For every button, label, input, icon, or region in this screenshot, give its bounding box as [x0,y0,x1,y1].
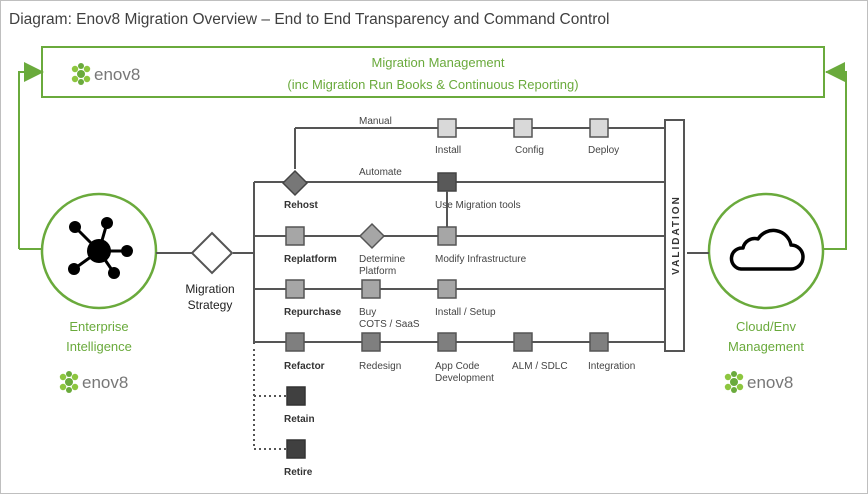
enov8-logo-top: enov8 [71,63,140,85]
determine-label-2: Platform [359,266,396,277]
flower-icon [71,63,91,85]
manual-path-label: Manual [359,116,392,127]
step-use-migration-tools [437,172,457,192]
validation-bar [664,119,685,352]
enterprise-label-1: Enterprise [69,319,128,334]
cloud-icon [729,228,805,271]
step-buy-cots [361,279,381,299]
modify-infra-label: Modify Infrastructure [435,254,527,265]
step-app-code [437,332,457,352]
step-modify-infrastructure [437,226,457,246]
step-config-label: Config [515,145,544,156]
step-install-setup [437,279,457,299]
brand-name: enov8 [94,65,140,84]
row-retain: Retain [284,414,315,425]
enov8-logo-right: enov8 [724,371,793,393]
retire-box [286,439,306,459]
management-title: Migration Management [372,55,505,70]
right-feedback-line [826,71,847,250]
step-integration [589,332,609,352]
cloud-label-1: Cloud/Env [736,319,796,334]
row-replatform: Replatform [284,254,337,265]
validation-label: VALIDATION [671,195,682,275]
step-deploy [589,118,609,138]
management-subtitle: (inc Migration Run Books & Continuous Re… [287,77,578,92]
diagram-title: Diagram: Enov8 Migration Overview – End … [9,11,609,28]
install-setup-label: Install / Setup [435,307,496,318]
left-feedback-arrow [18,62,44,249]
refactor-box [285,332,305,352]
appcode-label-1: App Code [435,361,480,372]
step-install-label: Install [435,145,461,156]
alm-label: ALM / SDLC [512,361,568,372]
strategy-label-1: Migration [185,282,234,296]
step-install [437,118,457,138]
flower-icon [59,371,79,393]
appcode-label-2: Development [435,373,494,384]
step-alm [513,332,533,352]
step-deploy-label: Deploy [588,145,619,156]
brand-name: enov8 [82,373,128,392]
flower-icon [724,371,744,393]
row-refactor: Refactor [284,361,325,372]
step-redesign [361,332,381,352]
row-retire: Retire [284,467,313,478]
buy-label-2: COTS / SaaS [359,319,420,330]
row-repurchase: Repurchase [284,307,342,318]
integration-label: Integration [588,361,635,372]
strategy-label-2: Strategy [188,298,233,312]
network-hub-icon [68,217,133,279]
rehost-decision-diamond [281,169,309,197]
redesign-label: Redesign [359,361,401,372]
determine-label-1: Determine [359,254,406,265]
buy-label-1: Buy [359,307,376,318]
enov8-logo-left: enov8 [59,371,128,393]
cloud-label-2: Management [728,339,804,354]
determine-platform-diamond [358,222,386,250]
repurchase-box [285,279,305,299]
cloud-management-circle [707,192,825,310]
step-use-tools-label: Use Migration tools [435,200,521,211]
row-rehost: Rehost [284,200,319,211]
retain-box [286,386,306,406]
step-config [513,118,533,138]
migration-strategy-diamond [190,231,234,275]
enterprise-label-2: Intelligence [66,339,132,354]
automate-path-label: Automate [359,167,402,178]
replatform-box [285,226,305,246]
brand-name: enov8 [747,373,793,392]
